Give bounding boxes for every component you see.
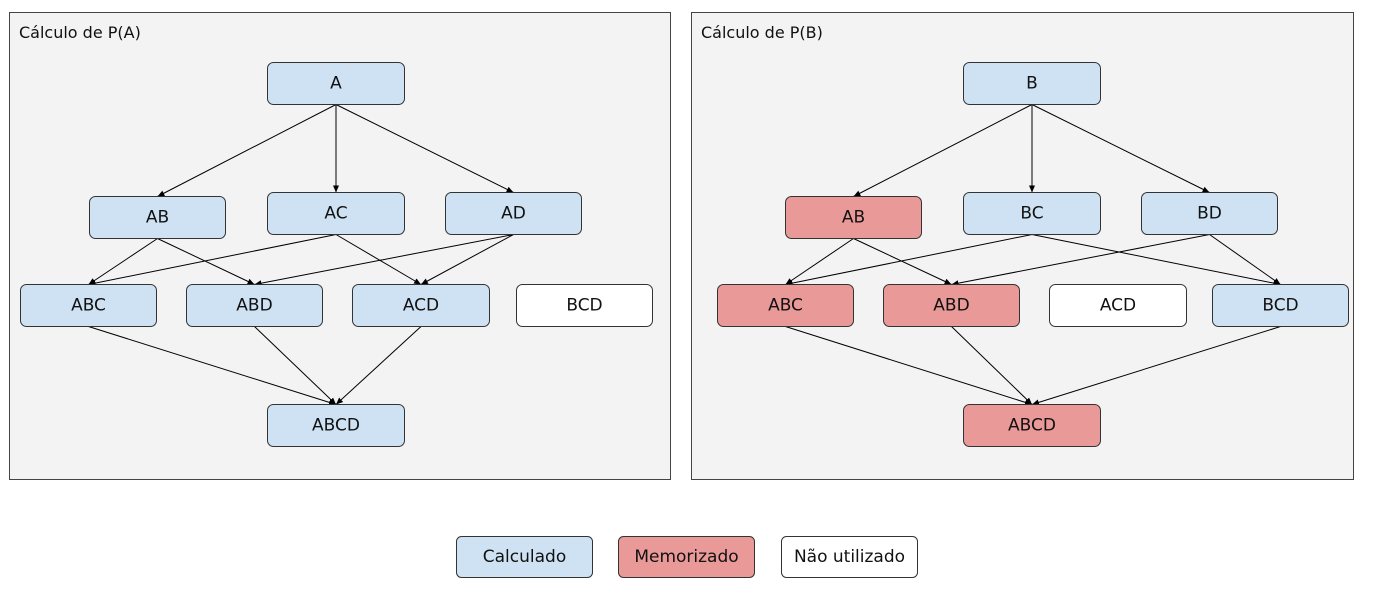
panel-title: Cálculo de P(B)	[701, 23, 823, 42]
edge-ab-abc	[88, 238, 158, 285]
node-box	[186, 284, 323, 327]
node-ab: AB	[89, 196, 226, 239]
node-label: A	[330, 74, 342, 94]
edge-acd-abcd	[335, 326, 422, 405]
edge-bd-abd	[951, 234, 1210, 287]
node-label: BC	[1020, 204, 1043, 224]
legend-item-nao-utilizado: Não utilizado	[781, 536, 918, 578]
node-label: ABC	[71, 296, 106, 316]
edge-abd-abcd	[951, 326, 1033, 405]
node-acd: ACD	[1049, 284, 1187, 327]
node-box	[20, 284, 157, 327]
node-b: B	[963, 62, 1101, 105]
node-box	[1212, 284, 1349, 327]
node-box	[267, 404, 405, 447]
legend-item-calculado: Calculado	[456, 536, 593, 578]
node-box	[1141, 192, 1278, 235]
node-label: AC	[324, 204, 347, 224]
legend-swatch	[618, 536, 755, 578]
edge-bcd-abcd	[1031, 326, 1281, 406]
node-abd: ABD	[883, 284, 1020, 327]
edge-abc-abcd	[785, 326, 1033, 406]
node-label: ABCD	[1008, 416, 1056, 436]
node-label: B	[1026, 74, 1038, 94]
node-ac: AC	[267, 192, 405, 235]
node-group: A AB AC AD ABC ABD ACD BCD ABCD	[20, 62, 653, 447]
node-label: AB	[146, 208, 169, 228]
node-box	[963, 404, 1101, 447]
node-bd: BD	[1141, 192, 1278, 235]
node-abcd: ABCD	[267, 404, 405, 447]
edge-abc-abcd	[88, 326, 337, 406]
edge-abd-abcd	[254, 326, 337, 405]
legend-label: Memorizado	[634, 547, 738, 567]
node-label: ABD	[933, 296, 969, 316]
node-abc: ABC	[717, 284, 854, 327]
node-ad: AD	[445, 192, 582, 235]
edge-a-ad	[335, 104, 514, 193]
panel-title: Cálculo de P(A)	[19, 23, 141, 42]
edge-bc-abc	[785, 234, 1033, 287]
node-label: ACD	[1100, 296, 1136, 316]
edge-group	[785, 104, 1281, 406]
edge-ad-acd	[420, 234, 514, 285]
node-box	[89, 196, 226, 239]
node-box	[1049, 284, 1187, 327]
node-box	[963, 62, 1101, 105]
node-box	[516, 284, 653, 327]
node-box	[267, 62, 405, 105]
node-box	[717, 284, 854, 327]
edge-ad-abd	[254, 234, 514, 287]
node-box	[352, 284, 490, 327]
node-abd: ABD	[186, 284, 323, 327]
node-abcd: ABCD	[963, 404, 1101, 447]
node-box	[963, 192, 1101, 235]
legend: Calculado Memorizado Não utilizado	[456, 536, 918, 578]
edge-group	[88, 104, 514, 406]
node-box	[883, 284, 1020, 327]
node-label: BCD	[1262, 296, 1298, 316]
node-acd: ACD	[352, 284, 490, 327]
legend-item-memorizado: Memorizado	[618, 536, 755, 578]
edge-ab-abc	[785, 238, 854, 285]
node-label: ACD	[403, 296, 439, 316]
node-bcd: BCD	[1212, 284, 1349, 327]
edge-ac-abc	[88, 234, 337, 287]
node-label: ABD	[236, 296, 272, 316]
node-ab: AB	[785, 196, 922, 239]
node-label: BD	[1197, 204, 1222, 224]
node-label: ABC	[768, 296, 803, 316]
node-bcd: BCD	[516, 284, 653, 327]
node-abc: ABC	[20, 284, 157, 327]
node-box	[445, 192, 582, 235]
panel-calculo-pa: Cálculo de P(A) A AB AC AD ABC ABD ACD BCD ABCD	[9, 12, 671, 480]
panel-calculo-pb: Cálculo de P(B) B AB BC BD ABC ABD ACD BCD ABCD	[691, 12, 1354, 480]
edge-ac-acd	[335, 234, 422, 285]
node-label: ABCD	[312, 416, 360, 436]
node-label: AD	[501, 204, 526, 224]
edge-a-ab	[157, 104, 337, 197]
node-box	[785, 196, 922, 239]
node-group: B AB BC BD ABC ABD ACD BCD ABCD	[717, 62, 1349, 447]
edge-b-ab	[853, 104, 1033, 197]
node-box	[267, 192, 405, 235]
node-bc: BC	[963, 192, 1101, 235]
edge-ab-abd	[853, 238, 952, 285]
node-a: A	[267, 62, 405, 105]
edge-ab-abd	[157, 238, 255, 285]
legend-swatch	[781, 536, 918, 578]
legend-label: Não utilizado	[794, 547, 905, 567]
node-label: BCD	[566, 296, 602, 316]
node-label: AB	[842, 208, 865, 228]
legend-swatch	[456, 536, 593, 578]
edge-bc-bcd	[1031, 234, 1281, 287]
edge-b-bd	[1031, 104, 1210, 193]
legend-label: Calculado	[483, 547, 566, 567]
edge-bd-bcd	[1209, 234, 1281, 285]
